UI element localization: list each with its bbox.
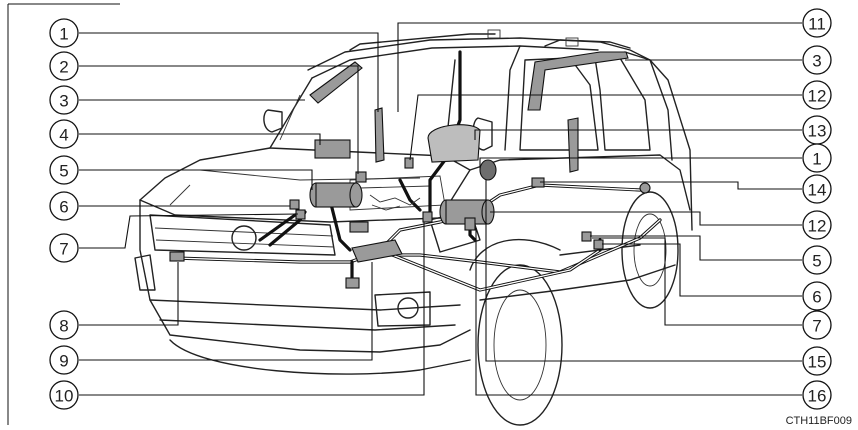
svg-text:13: 13 bbox=[808, 122, 827, 141]
svg-text:11: 11 bbox=[808, 15, 826, 34]
front-sensor-left bbox=[169, 251, 185, 262]
callout-right-7: 7 bbox=[802, 310, 832, 340]
svg-text:14: 14 bbox=[808, 181, 827, 200]
wiring-harness bbox=[173, 50, 662, 292]
svg-text:16: 16 bbox=[808, 387, 827, 406]
svg-text:5: 5 bbox=[812, 252, 821, 271]
callout-left-9: 9 bbox=[49, 345, 79, 375]
svg-text:7: 7 bbox=[812, 317, 821, 336]
callout-left-8: 8 bbox=[49, 310, 79, 340]
callout-right-12b: 12 bbox=[802, 210, 832, 240]
callout-left-6: 6 bbox=[49, 191, 79, 221]
callout-left-10: 10 bbox=[49, 380, 79, 410]
figure-code: CTH11BF009 bbox=[786, 415, 852, 427]
svg-text:1: 1 bbox=[812, 150, 821, 169]
svg-text:6: 6 bbox=[59, 198, 68, 217]
svg-text:3: 3 bbox=[59, 92, 68, 111]
callout-left-3: 3 bbox=[49, 85, 79, 115]
srs-components bbox=[169, 51, 651, 289]
callout-left-2: 2 bbox=[49, 51, 79, 81]
callout-right-11: 11 bbox=[802, 8, 832, 38]
callout-right-12a: 12 bbox=[802, 80, 832, 110]
svg-text:12: 12 bbox=[808, 217, 827, 236]
svg-text:5: 5 bbox=[59, 162, 68, 181]
driver-airbag bbox=[314, 139, 351, 159]
svg-text:4: 4 bbox=[59, 126, 68, 145]
leader-lines bbox=[79, 22, 802, 396]
callout-left-7: 7 bbox=[49, 233, 79, 263]
callout-right-13: 13 bbox=[802, 115, 832, 145]
callout-right-5: 5 bbox=[802, 245, 832, 275]
callout-right-16: 16 bbox=[802, 380, 832, 410]
svg-text:15: 15 bbox=[808, 353, 827, 372]
svg-text:7: 7 bbox=[59, 240, 68, 259]
curtain-airbag-right bbox=[527, 51, 629, 111]
passenger-airbag bbox=[427, 124, 481, 163]
callout-left-4: 4 bbox=[49, 119, 79, 149]
callouts-left: 1 2 3 4 5 6 7 8 9 10 bbox=[49, 18, 79, 410]
svg-text:3: 3 bbox=[812, 52, 821, 71]
callout-right-14: 14 bbox=[802, 174, 832, 204]
svg-text:10: 10 bbox=[55, 387, 74, 406]
curtain-airbag-left bbox=[309, 61, 363, 104]
callout-right-3: 3 bbox=[802, 45, 832, 75]
callout-right-6: 6 bbox=[802, 281, 832, 311]
seat-airbag-left bbox=[374, 107, 385, 163]
front-sensor-center bbox=[345, 277, 360, 289]
callouts-right: 11 3 12 13 1 14 12 5 6 7 15 16 bbox=[802, 8, 832, 410]
svg-text:12: 12 bbox=[808, 87, 827, 106]
svg-text:6: 6 bbox=[812, 288, 821, 307]
callout-right-1: 1 bbox=[802, 143, 832, 173]
callout-left-5: 5 bbox=[49, 155, 79, 185]
svg-text:8: 8 bbox=[59, 317, 68, 336]
svg-text:9: 9 bbox=[59, 352, 68, 371]
svg-text:2: 2 bbox=[59, 58, 68, 77]
callout-right-15: 15 bbox=[802, 346, 832, 376]
seat-airbag-right bbox=[567, 117, 579, 173]
svg-text:1: 1 bbox=[59, 25, 68, 44]
airbag-sensor-assembly bbox=[351, 239, 403, 263]
callout-left-1: 1 bbox=[49, 18, 79, 48]
